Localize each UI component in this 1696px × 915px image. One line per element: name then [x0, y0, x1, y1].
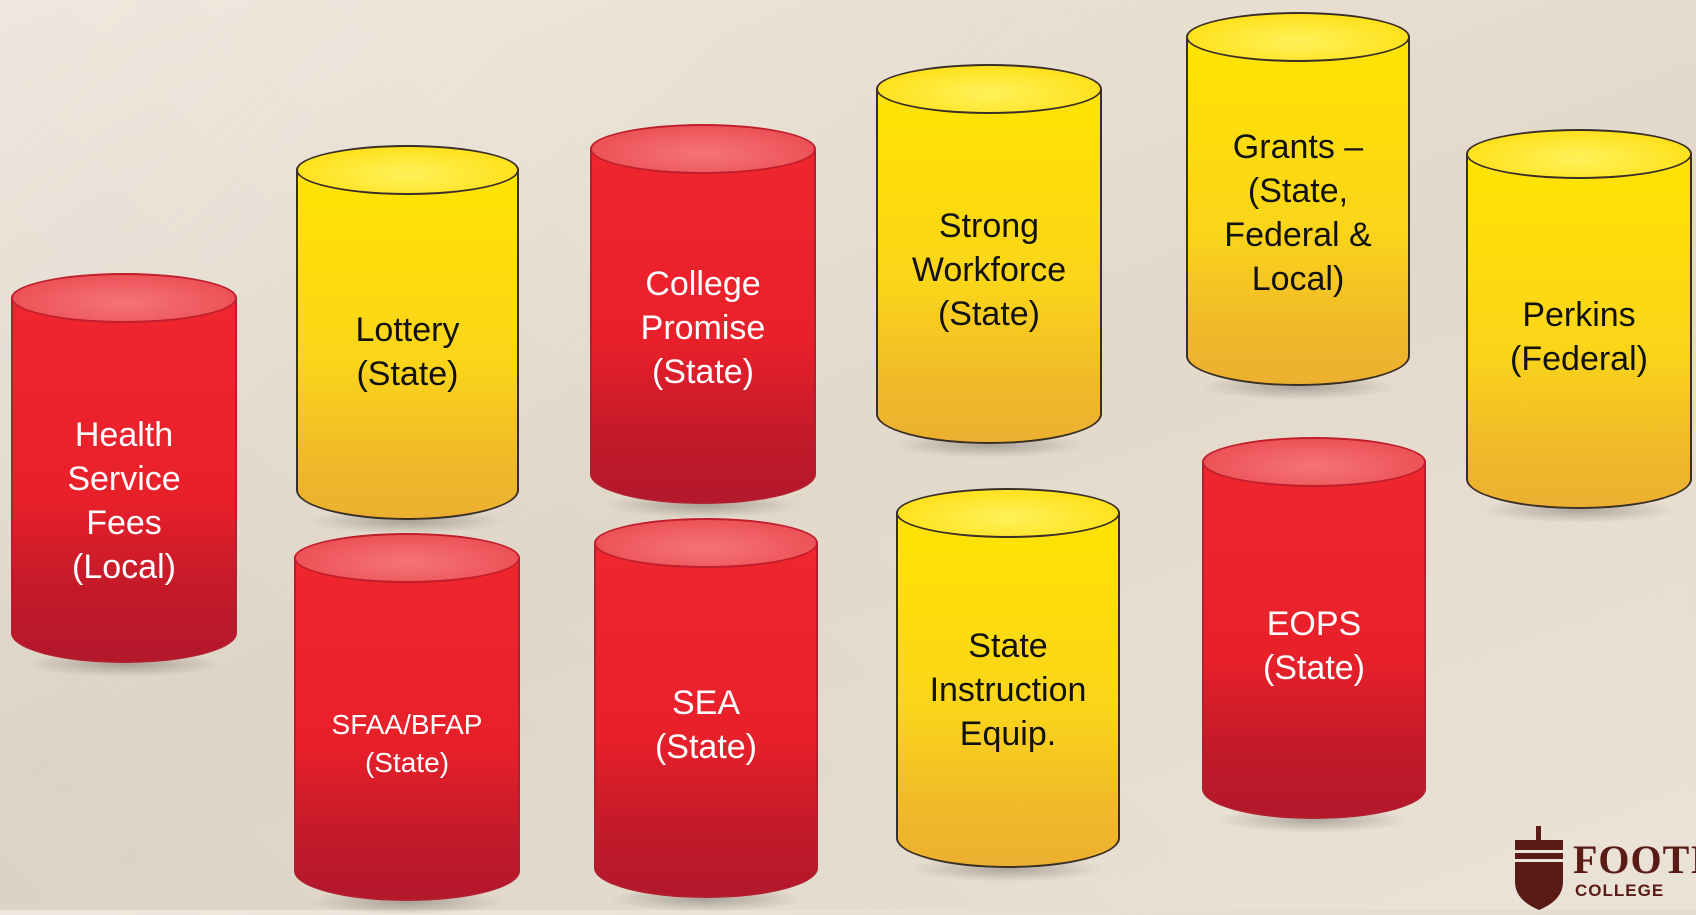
cylinder-body [11, 298, 237, 663]
cylinder-body [876, 89, 1102, 444]
cylinder-lid [590, 124, 816, 174]
logo-subtitle: COLLEGE [1575, 881, 1665, 900]
cylinder-lid [296, 145, 519, 195]
cylinder-label: Lottery (State) [355, 311, 460, 393]
cylinder-grants: Grants – (State, Federal & Local) [1186, 12, 1410, 400]
cylinder-label: Health Service Fees (Local) [67, 416, 181, 586]
cylinder-label: SEA (State) [654, 684, 758, 766]
cylinder-body [294, 558, 520, 901]
cylinder-body [896, 513, 1120, 868]
cylinder-label: EOPS (State) [1262, 605, 1366, 687]
logo-name: FOOTI [1573, 837, 1696, 882]
cylinder-label: Strong Workforce (State) [911, 207, 1067, 333]
cylinder-lid [11, 273, 237, 323]
cylinder-college-promise: College Promise (State) [590, 124, 816, 518]
cylinder-body [1202, 462, 1426, 819]
cylinder-body [1466, 154, 1692, 509]
cylinder-lid [294, 533, 520, 583]
cylinder-strong-workforce: Strong Workforce (State) [876, 64, 1102, 458]
cylinder-sfaa-bfap: SFAA/BFAP (State) [294, 533, 520, 915]
cylinder-sea: SEA (State) [594, 518, 818, 912]
cylinder-lottery: Lottery (State) [296, 145, 519, 534]
college-logo: FOOTI COLLEGE [1511, 826, 1696, 910]
cylinder-perkins: Perkins (Federal) [1466, 129, 1692, 523]
cylinder-lid [1466, 129, 1692, 179]
cylinder-lid [876, 64, 1102, 114]
cylinder-body [296, 170, 519, 520]
cylinder-state-instruction-equip: State Instruction Equip. [896, 488, 1120, 882]
cylinder-lid [1202, 437, 1426, 487]
cylinder-body [1186, 37, 1410, 386]
cylinder-label: Grants – (State, Federal & Local) [1224, 128, 1372, 298]
cylinder-lid [1186, 12, 1410, 62]
cylinder-health-service-fees: Health Service Fees (Local) [11, 273, 237, 677]
cylinder-label: State Instruction Equip. [929, 627, 1087, 753]
cylinder-label: Perkins (Federal) [1510, 296, 1648, 378]
cylinder-lid [594, 518, 818, 568]
cylinder-label: SFAA/BFAP (State) [331, 709, 483, 778]
cylinder-eops: EOPS (State) [1202, 437, 1426, 833]
cylinder-body [590, 149, 816, 504]
cylinder-lid [896, 488, 1120, 538]
cylinder-body [594, 543, 818, 898]
cylinder-label: College Promise (State) [640, 265, 766, 391]
acorn-icon [1515, 826, 1563, 910]
